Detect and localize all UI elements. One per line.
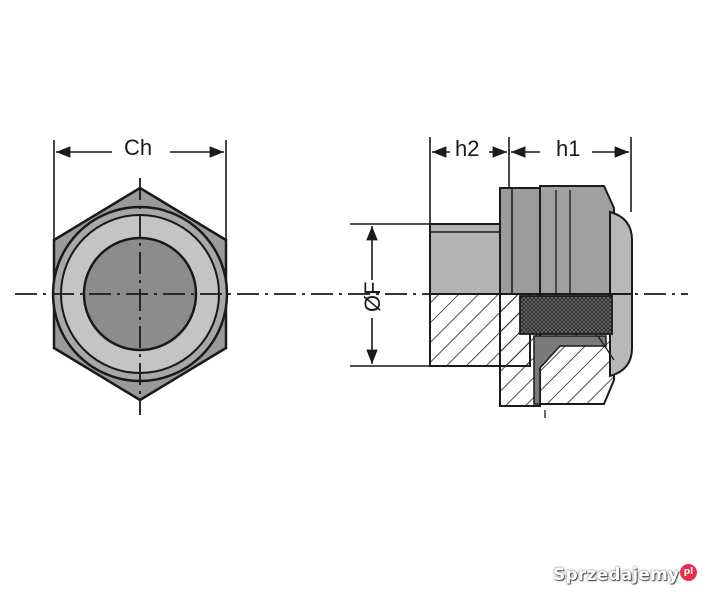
h1-label: h1 <box>556 136 580 161</box>
watermark-text: Sprzedajemy <box>553 565 680 585</box>
thread-body-upper <box>429 223 503 295</box>
ch-dimension: Ch <box>53 135 227 240</box>
dome-cap-lower <box>609 293 633 378</box>
diameter-dimension: ØF <box>350 223 430 367</box>
ch-label: Ch <box>124 135 152 160</box>
flange-upper <box>499 187 541 295</box>
dome-cap-upper <box>609 210 633 295</box>
dome-nut-upper <box>539 185 615 295</box>
clamp-lamella <box>533 335 607 405</box>
side-view <box>429 185 633 418</box>
h2-label: h2 <box>455 136 479 161</box>
watermark-badge: pl <box>680 564 697 581</box>
seal-insert <box>519 295 613 335</box>
front-view <box>51 178 229 415</box>
height-dimensions: h2 h1 <box>429 136 632 224</box>
diameter-label: ØF <box>360 281 385 312</box>
